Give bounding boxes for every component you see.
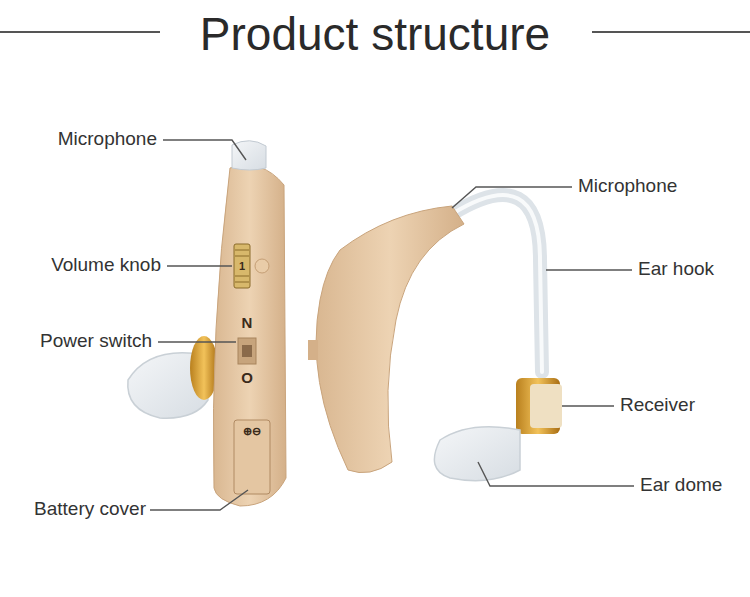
receiver-face — [530, 384, 562, 428]
part-label: Ear hook — [638, 259, 714, 280]
leader-line — [452, 187, 572, 208]
part-label: Microphone — [578, 176, 677, 197]
ear-dome — [434, 427, 520, 481]
leader-line — [158, 341, 236, 342]
leader-line — [163, 140, 246, 160]
microphone-cap — [232, 141, 266, 170]
knob-bump — [255, 259, 269, 273]
part-label: Volume knob — [51, 255, 161, 276]
polarity-marking: ⊕⊖ — [243, 425, 261, 437]
device-body — [316, 206, 464, 473]
part-label: Microphone — [58, 129, 157, 150]
switch-slider — [242, 345, 252, 357]
battery-cover — [234, 420, 270, 494]
leader-line — [167, 265, 232, 266]
volume-knob — [234, 244, 250, 288]
part-label: Battery cover — [34, 499, 146, 520]
leader-line — [478, 462, 634, 486]
ear-hook — [452, 195, 542, 372]
part-label: Ear dome — [640, 475, 722, 496]
leader-line — [150, 490, 248, 510]
title-rule — [592, 31, 750, 33]
diagram-title: Product structure — [200, 9, 550, 60]
leader-line — [562, 405, 614, 406]
title-rule — [0, 31, 160, 33]
power-switch — [238, 338, 256, 364]
device-body — [213, 165, 286, 506]
knob-marking: 1 — [239, 260, 245, 272]
part-label: Receiver — [620, 395, 695, 416]
part-label: Power switch — [40, 331, 152, 352]
switch-marking: O — [241, 370, 253, 387]
switch-marking: N — [242, 315, 253, 332]
leader-line — [546, 269, 632, 270]
switch-side — [308, 340, 318, 360]
